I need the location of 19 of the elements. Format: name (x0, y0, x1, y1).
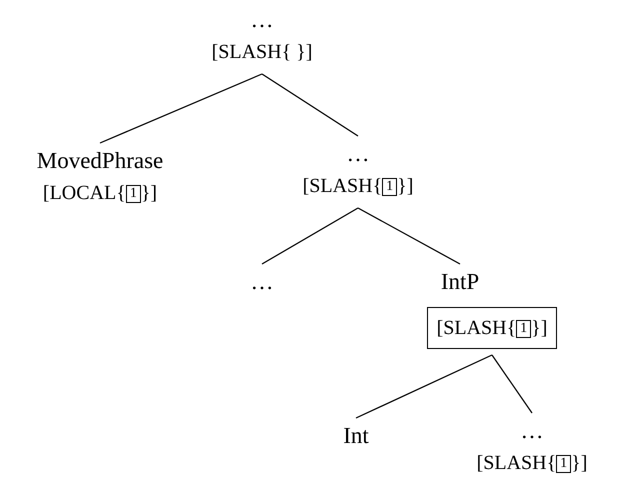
category-label: Int (342, 422, 370, 450)
category-label: … (250, 268, 274, 296)
tree-branch (262, 74, 358, 136)
tree-branch (492, 354, 532, 414)
tree-branch (100, 73, 262, 144)
category-label: … (346, 140, 370, 168)
category-label: … (520, 417, 544, 445)
feature-structure: [SLASH{1}] (436, 316, 548, 341)
feature-structure: [SLASH{1}] (302, 174, 414, 199)
category-label: IntP (440, 268, 480, 296)
category-label: MovedPhrase (36, 147, 164, 175)
feature-structure: [SLASH{ }] (210, 40, 314, 65)
tree-branch (262, 207, 358, 265)
feature-structure: [SLASH{1}] (476, 451, 588, 476)
feature-box (427, 307, 557, 349)
tree-branch (358, 207, 460, 265)
category-label: … (250, 6, 274, 34)
tree-branch (356, 354, 492, 419)
feature-structure: [LOCAL{1}] (42, 181, 158, 206)
